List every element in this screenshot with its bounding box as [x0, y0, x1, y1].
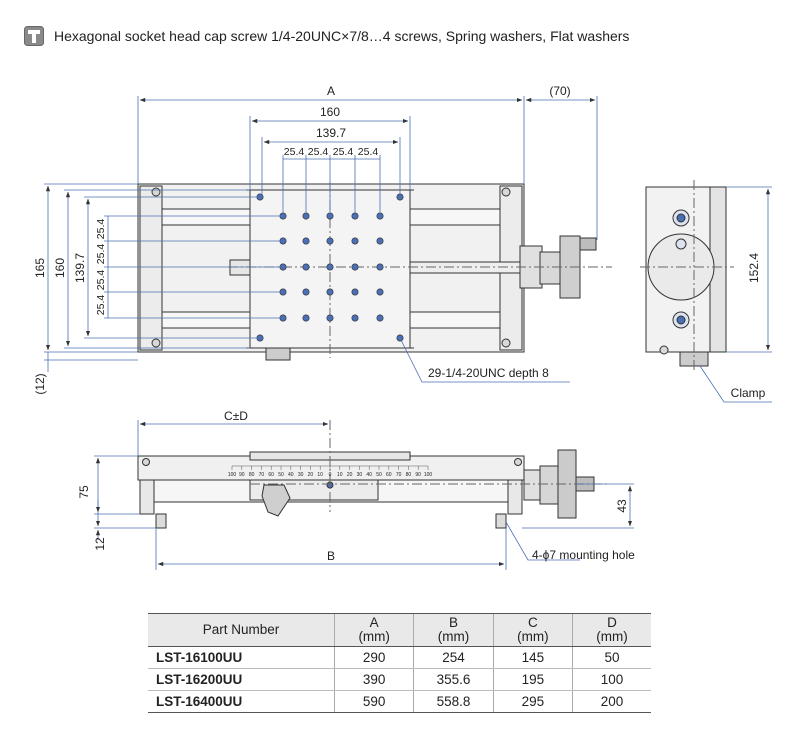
dim-cd-label: C±D	[224, 409, 248, 423]
c-cell: 295	[492, 690, 573, 713]
b-cell: 355.6	[413, 668, 494, 691]
dim-70-label: (70)	[549, 84, 570, 98]
spec-table-header-row: Part Number A(mm) B(mm) C(mm) D(mm)	[148, 613, 651, 647]
scale-label: 10	[337, 472, 343, 478]
part-number-cell: LST-16100UU	[148, 646, 335, 669]
scale-label: 30	[298, 472, 304, 478]
d-cell: 200	[572, 690, 651, 713]
dim-160-v-label: 160	[53, 258, 67, 278]
b-cell: 558.8	[413, 690, 494, 713]
col-header-d: D(mm)	[572, 613, 651, 647]
scale-label: 40	[366, 472, 372, 478]
top-view	[137, 182, 612, 361]
top-view-dimension-labels: A (70) 160 139.7 25.4 25.4 25.4 25.4 165…	[33, 84, 571, 395]
scale-label: 20	[308, 472, 314, 478]
scale-label: 50	[376, 472, 382, 478]
col-header-b: B(mm)	[413, 613, 494, 647]
socket-screw-icon	[24, 26, 44, 46]
front-view	[137, 420, 610, 529]
clamp-label: Clamp	[731, 386, 766, 400]
c-cell: 195	[492, 668, 573, 691]
scale-label: 10	[317, 472, 323, 478]
pitch-label: 25.4	[333, 146, 354, 158]
scale-label: 90	[415, 472, 421, 478]
scale-label: 100	[228, 472, 237, 478]
header-text: Hexagonal socket head cap screw 1/4-20UN…	[54, 28, 630, 44]
scale-label: 30	[357, 472, 363, 478]
hole-callout-label: 29-1/4-20UNC depth 8	[428, 366, 549, 380]
scale-label: 40	[288, 472, 294, 478]
scale-label: 90	[239, 472, 245, 478]
col-header-c: C(mm)	[492, 613, 573, 647]
part-number-cell: LST-16400UU	[148, 690, 335, 713]
dim-a-label: A	[327, 84, 335, 98]
c-cell: 145	[492, 646, 573, 669]
pitch-v-label: 25.4	[95, 295, 107, 316]
pitch-v-label: 25.4	[95, 244, 107, 265]
a-cell: 590	[333, 690, 414, 713]
dim-b-label: B	[327, 549, 335, 563]
table-row: LST-16400UU 590 558.8 295 200	[148, 690, 651, 713]
dim-152-4-label: 152.4	[747, 253, 761, 283]
top-view-dimensions	[44, 96, 598, 383]
col-header-a: A(mm)	[333, 613, 414, 647]
side-view-dimensions	[699, 186, 772, 403]
scale-label: 80	[249, 472, 255, 478]
scale-label: 70	[396, 472, 402, 478]
a-cell: 290	[333, 646, 414, 669]
pitch-label: 25.4	[358, 146, 379, 158]
table-row: LST-16100UU 290 254 145 50	[148, 646, 651, 669]
side-view-labels: 152.4 Clamp	[731, 253, 766, 400]
dim-139-7-label: 139.7	[316, 126, 346, 140]
scale-label: 50	[278, 472, 284, 478]
pitch-v-label: 25.4	[95, 219, 107, 240]
b-cell: 254	[413, 646, 494, 669]
scale-label: 80	[406, 472, 412, 478]
pitch-v-label: 25.4	[95, 270, 107, 291]
scale-label: 60	[386, 472, 392, 478]
pitch-label: 25.4	[284, 146, 305, 158]
spec-table: Part Number A(mm) B(mm) C(mm) D(mm) LST-…	[148, 613, 651, 713]
a-cell: 390	[333, 668, 414, 691]
dim-12-label: (12)	[33, 373, 47, 394]
dim-75-label: 75	[77, 485, 91, 499]
scale-label: 100	[424, 472, 433, 478]
pitch-label: 25.4	[308, 146, 329, 158]
scale-label: 60	[268, 472, 274, 478]
header: Hexagonal socket head cap screw 1/4-20UN…	[24, 24, 629, 48]
scale-label: 0	[329, 472, 332, 478]
front-view-labels: C±D 75 12 43 B 4-ϕ7 mounting hole	[77, 409, 635, 563]
side-view	[640, 180, 734, 370]
technical-drawing: A (70) 160 139.7 25.4 25.4 25.4 25.4 165…	[33, 84, 772, 570]
dim-12-front-label: 12	[93, 537, 107, 551]
dim-139-7-v-label: 139.7	[73, 253, 87, 283]
dim-160-label: 160	[320, 105, 340, 119]
part-number-cell: LST-16200UU	[148, 668, 335, 691]
dim-43-label: 43	[615, 499, 629, 513]
mounting-hole-label: 4-ϕ7 mounting hole	[532, 548, 635, 562]
col-header-part-number: Part Number	[148, 613, 335, 647]
d-cell: 50	[572, 646, 651, 669]
dim-165-label: 165	[33, 258, 47, 278]
table-row: LST-16200UU 390 355.6 195 100	[148, 668, 651, 691]
front-view-dimensions	[94, 420, 634, 570]
scale-label: 20	[347, 472, 353, 478]
scale-label: 70	[259, 472, 265, 478]
d-cell: 100	[572, 668, 651, 691]
